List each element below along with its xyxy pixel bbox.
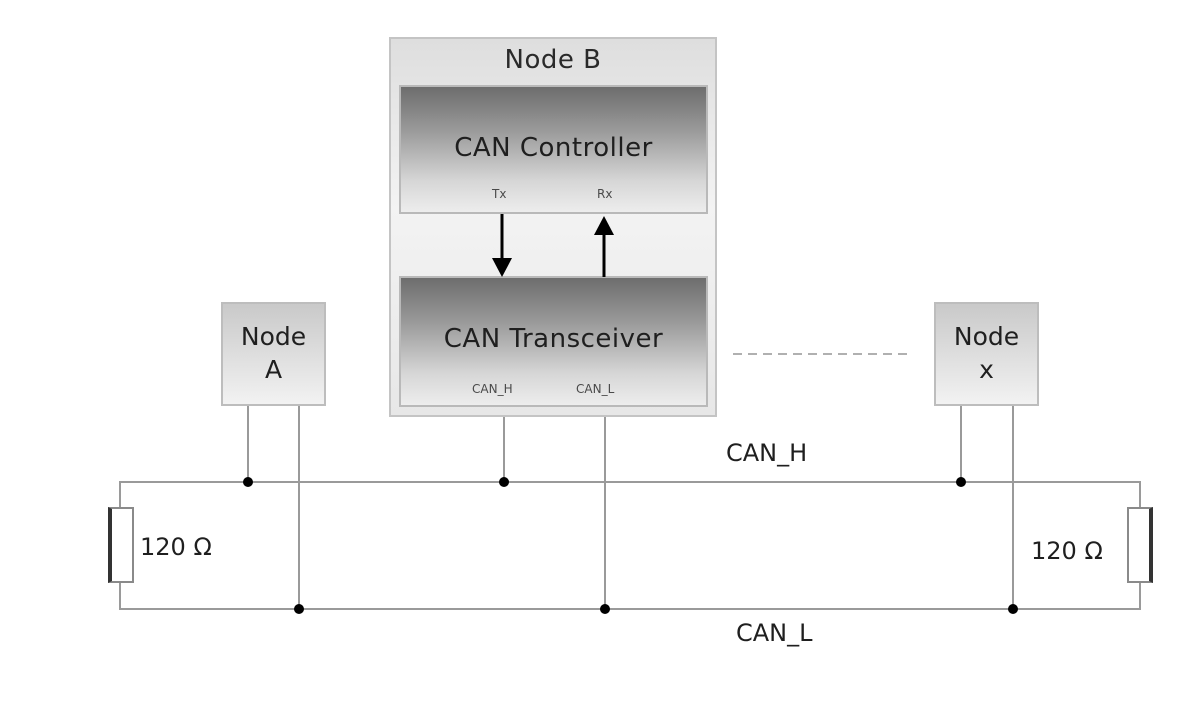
node-a-label-line2: A bbox=[264, 355, 283, 384]
node-a-label-line1: Node bbox=[240, 322, 307, 351]
node-x-label-line1: Node bbox=[953, 322, 1020, 351]
junction-dot bbox=[294, 604, 304, 614]
node-b-title: Node B bbox=[504, 45, 602, 75]
left-termination-resistor bbox=[108, 507, 134, 583]
right-resistor-label: 120 Ω bbox=[1031, 537, 1103, 565]
node-a-box: Node A bbox=[221, 302, 326, 406]
node-x-label-line2: x bbox=[979, 355, 994, 384]
can-l-bus-line bbox=[119, 583, 1141, 610]
can-h-bus-label: CAN_H bbox=[726, 439, 808, 467]
left-resistor-label: 120 Ω bbox=[140, 533, 212, 561]
junction-dot bbox=[1008, 604, 1018, 614]
can-l-pin-label: CAN_L bbox=[576, 382, 615, 396]
can-h-pin-label: CAN_H bbox=[472, 382, 513, 396]
can-transceiver-block: CAN Transceiver CAN_H CAN_L bbox=[399, 276, 708, 407]
junction-dot bbox=[600, 604, 610, 614]
junction-dot bbox=[956, 477, 966, 487]
junction-dot bbox=[243, 477, 253, 487]
tx-pin-label: Tx bbox=[492, 187, 507, 201]
right-termination-resistor bbox=[1127, 507, 1153, 583]
rx-pin-label: Rx bbox=[597, 187, 613, 201]
can-controller-block: CAN Controller Tx Rx bbox=[399, 85, 708, 214]
can-h-bus-line bbox=[119, 481, 1141, 507]
can-controller-title: CAN Controller bbox=[454, 133, 653, 163]
node-x-box: Node x bbox=[934, 302, 1039, 406]
can-l-bus-label: CAN_L bbox=[736, 619, 813, 647]
can-transceiver-title: CAN Transceiver bbox=[443, 324, 664, 354]
junction-dot bbox=[499, 477, 509, 487]
